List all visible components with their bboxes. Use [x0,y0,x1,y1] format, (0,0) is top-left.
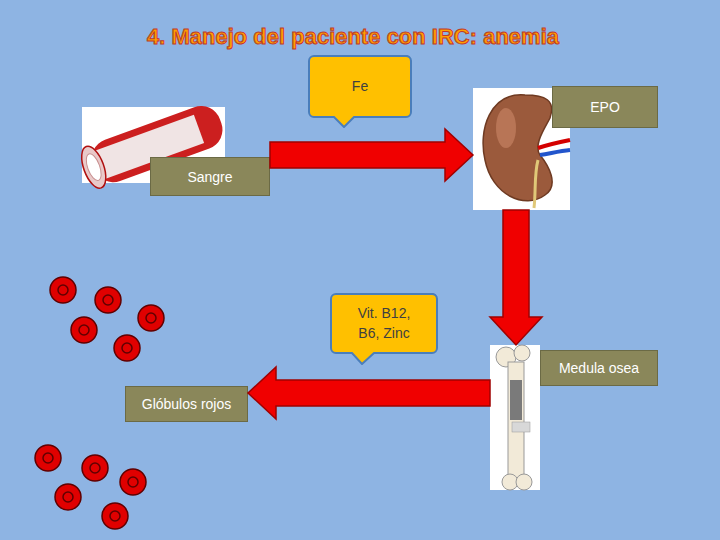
image-node: Sangre [82,107,270,196]
callout-outline [331,294,437,364]
callout-bubble: Fe [308,55,412,128]
red-cell [95,287,121,313]
red-cell [114,335,140,361]
vessel-section [77,143,111,191]
cell-center [110,511,120,521]
red-cell [50,277,76,303]
image-background [490,345,540,490]
block-arrow [270,129,473,181]
renal-artery [538,140,570,148]
vessel-lumen [83,152,104,182]
red-cell [102,503,128,529]
image-node: EPO [473,86,658,210]
block-arrow [248,367,490,419]
tiny-tag [512,422,530,432]
red-cell [71,317,97,343]
renal-vein [540,150,570,155]
cell-center [90,463,100,473]
label-box: EPO [552,86,658,128]
cell-center [63,492,73,502]
kidney-highlight [496,108,516,148]
cell-center [43,453,53,463]
marrow-cut [510,380,522,420]
cell-center [79,325,89,335]
red-cell [35,445,61,471]
bone-condyle [516,474,532,490]
callout-bubble: Vit. B12, B6, Zinc [330,293,438,365]
bone-shaft [508,362,524,480]
label-box: Glóbulos rojos [125,386,248,422]
slide-title: 4. Manejo del paciente con IRC: anemia [0,24,706,50]
red-cell [120,469,146,495]
callout-text: Vit. B12, B6, Zinc [347,293,421,353]
image-node: Glóbulos rojos [34,275,248,531]
callout-text: Fe [308,55,412,117]
ureter [534,160,538,208]
cell-center [103,295,113,305]
label-box: Sangre [150,157,270,196]
cell-center [146,313,156,323]
cell-center [122,343,132,353]
bone-head [514,345,530,361]
red-cell [82,455,108,481]
image-node: Medula osea [490,345,658,490]
cell-center [128,477,138,487]
callout-outline [309,56,411,127]
block-arrow [490,210,542,345]
label-box: Medula osea [540,350,658,386]
cell-center [58,285,68,295]
red-cell [55,484,81,510]
red-cell [138,305,164,331]
